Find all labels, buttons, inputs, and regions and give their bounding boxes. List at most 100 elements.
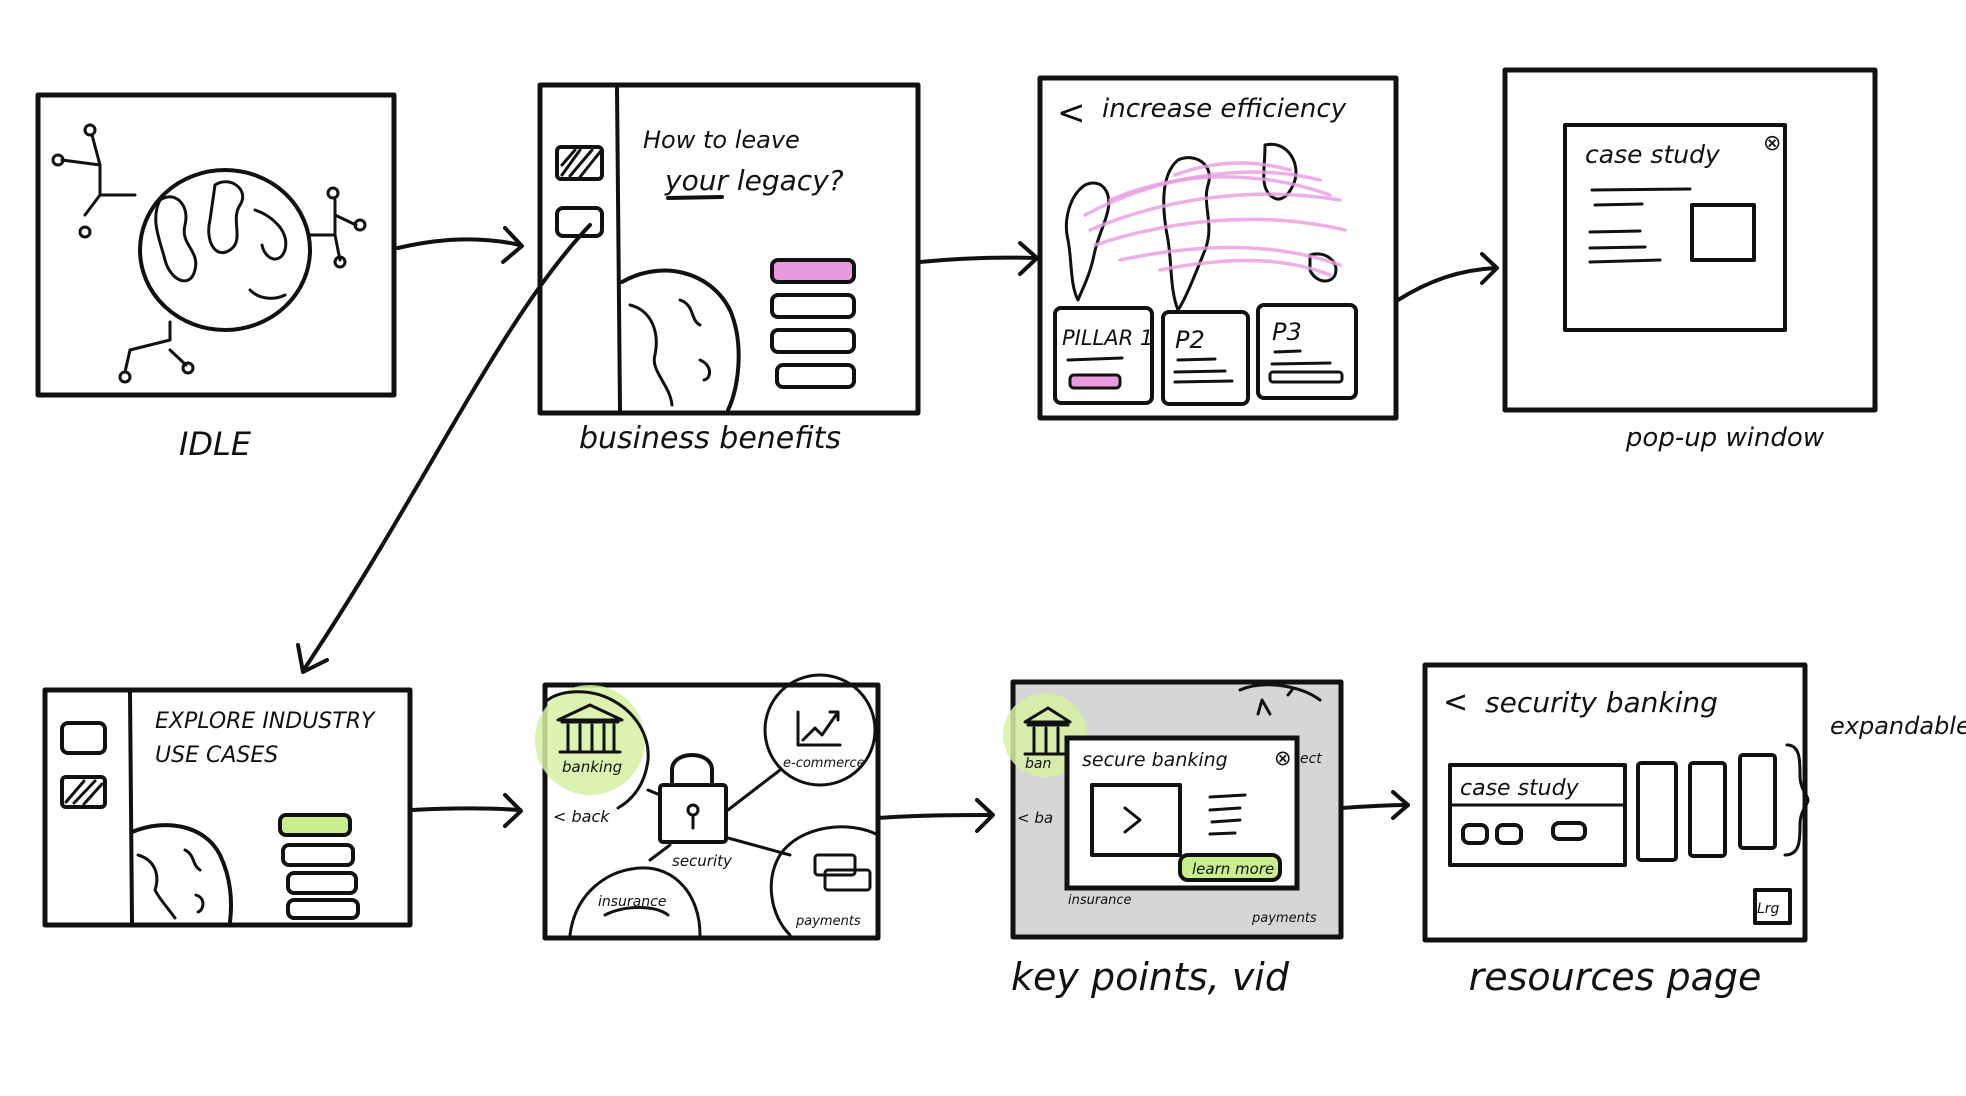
menu-option[interactable] [770, 293, 856, 319]
menu-option-selected[interactable] [278, 813, 352, 837]
screen-business-benefits: How to leave your legacy? [537, 82, 921, 416]
backdrop-label: ect [1300, 751, 1322, 767]
caption-resources-page: resources page [1469, 955, 1762, 999]
hub-center-label: security [672, 852, 733, 870]
sidebar-tab-active[interactable] [60, 775, 107, 809]
screen-frame [1502, 67, 1878, 413]
screen-resources-page: < security banking case study Lrg [1422, 662, 1810, 943]
case-study-popup: case study ⊗ [1563, 123, 1787, 332]
sidebar-divider [615, 86, 622, 412]
screen-frame [542, 682, 881, 941]
sidebar-tab[interactable] [60, 721, 107, 755]
corner-button[interactable] [1753, 888, 1792, 925]
menu-option-selected[interactable] [770, 258, 856, 284]
screen-use-case-hub: banking < back e-commerce insurance paym… [535, 673, 881, 941]
screen-title: increase efficiency [1102, 94, 1347, 124]
caption-pop-up-window: pop-up window [1625, 423, 1825, 453]
page-title: security banking [1485, 686, 1718, 719]
bubble-e-commerce[interactable]: e-commerce [763, 673, 877, 787]
underline [666, 195, 724, 200]
corner-label: Lrg [1757, 901, 1780, 917]
card-label: P3 [1272, 318, 1302, 346]
back-button[interactable]: < back [553, 807, 610, 826]
arrow-head [501, 226, 524, 264]
back-button[interactable]: < [1443, 685, 1468, 720]
pillar-card-1[interactable]: PILLAR 1 [1053, 306, 1154, 405]
heading-line-2: USE CASES [155, 743, 278, 768]
pillar-card-2[interactable]: P2 [1161, 310, 1250, 406]
sidebar-tab-active[interactable] [555, 145, 604, 181]
globe-icon [138, 168, 312, 332]
flow-arrow [1340, 803, 1410, 810]
screen-frame [42, 687, 413, 928]
menu-option[interactable] [286, 898, 360, 920]
caption-business-benefits: business benefits [579, 421, 841, 456]
heading-line-1: EXPLORE INDUSTRY [155, 709, 376, 734]
caption-idle: IDLE [179, 425, 252, 463]
screen-frame [537, 82, 921, 416]
bubble-insurance[interactable]: insurance [568, 866, 702, 937]
backdrop-label: ban [1025, 756, 1051, 772]
expand-brace [1783, 743, 1810, 857]
arrow-head [1480, 252, 1499, 285]
screen-pop-up-window: case study ⊗ [1502, 67, 1878, 413]
secure-banking-popup: secure banking ⊗ learn more [1064, 735, 1300, 891]
caption-key-points: key points, vid [1011, 955, 1290, 999]
close-icon[interactable]: ⊗ [1274, 746, 1292, 770]
video-player[interactable] [1090, 783, 1182, 857]
bubble-label: payments [795, 914, 861, 929]
arrow-head [296, 643, 329, 674]
bubble-label: e-commerce [783, 756, 865, 771]
case-study-card[interactable]: case study [1448, 763, 1627, 867]
screen-frame [35, 92, 397, 398]
screen-explore-industry: EXPLORE INDUSTRY USE CASES [42, 687, 413, 928]
bubble-banking[interactable]: banking [535, 685, 650, 810]
menu-option[interactable] [770, 328, 856, 354]
lock-icon[interactable] [658, 753, 728, 844]
globe-icon [130, 823, 233, 924]
collapsed-card[interactable] [1738, 753, 1777, 850]
learn-more-button[interactable] [1178, 853, 1282, 882]
collapsed-card[interactable] [1636, 761, 1678, 862]
arrow-head [503, 793, 523, 828]
flow-arrow [876, 813, 994, 820]
backdrop-bubble [1238, 683, 1322, 716]
flow-arrow [410, 806, 522, 812]
card-chip[interactable] [1461, 823, 1489, 845]
bubble-label: insurance [598, 894, 666, 910]
image-placeholder [1690, 203, 1756, 262]
collapsed-card[interactable] [1688, 761, 1727, 858]
card-chip[interactable] [1551, 821, 1587, 841]
screen-idle [35, 92, 397, 398]
arrow-head [1391, 790, 1410, 820]
learn-more-label: learn more [1192, 860, 1274, 878]
sidebar-divider [128, 690, 134, 924]
world-map-icon [1064, 142, 1338, 312]
flow-arrow [396, 237, 522, 250]
heading-line-2: your legacy? [664, 164, 844, 197]
menu-option[interactable] [281, 843, 355, 867]
side-note-expandable: expandable [1830, 712, 1966, 740]
close-icon[interactable]: ⊗ [1763, 131, 1781, 156]
pillar-card-3[interactable]: P3 [1256, 303, 1358, 400]
connection-lines [1083, 161, 1347, 277]
globe-icon [620, 268, 741, 412]
menu-option[interactable] [775, 363, 856, 389]
back-button[interactable]: < [1057, 93, 1086, 133]
connector-nodes [51, 123, 367, 384]
card-chip[interactable] [1495, 823, 1523, 845]
menu-option[interactable] [286, 871, 358, 895]
backdrop-label: < ba [1017, 809, 1053, 827]
hub-connector-lines [646, 768, 792, 862]
popup-title: case study [1585, 140, 1721, 169]
play-icon [1123, 806, 1142, 834]
screen-frame [1037, 75, 1399, 421]
backdrop-label: insurance [1068, 893, 1132, 908]
arrow-head [975, 798, 995, 833]
screen-key-points: ban < ba ect insurance payments secure b… [1003, 679, 1344, 940]
arrow-head [1018, 241, 1039, 276]
card-label: P2 [1175, 326, 1205, 354]
bubble-payments[interactable]: payments [769, 825, 880, 937]
sidebar-tab[interactable] [555, 206, 604, 238]
